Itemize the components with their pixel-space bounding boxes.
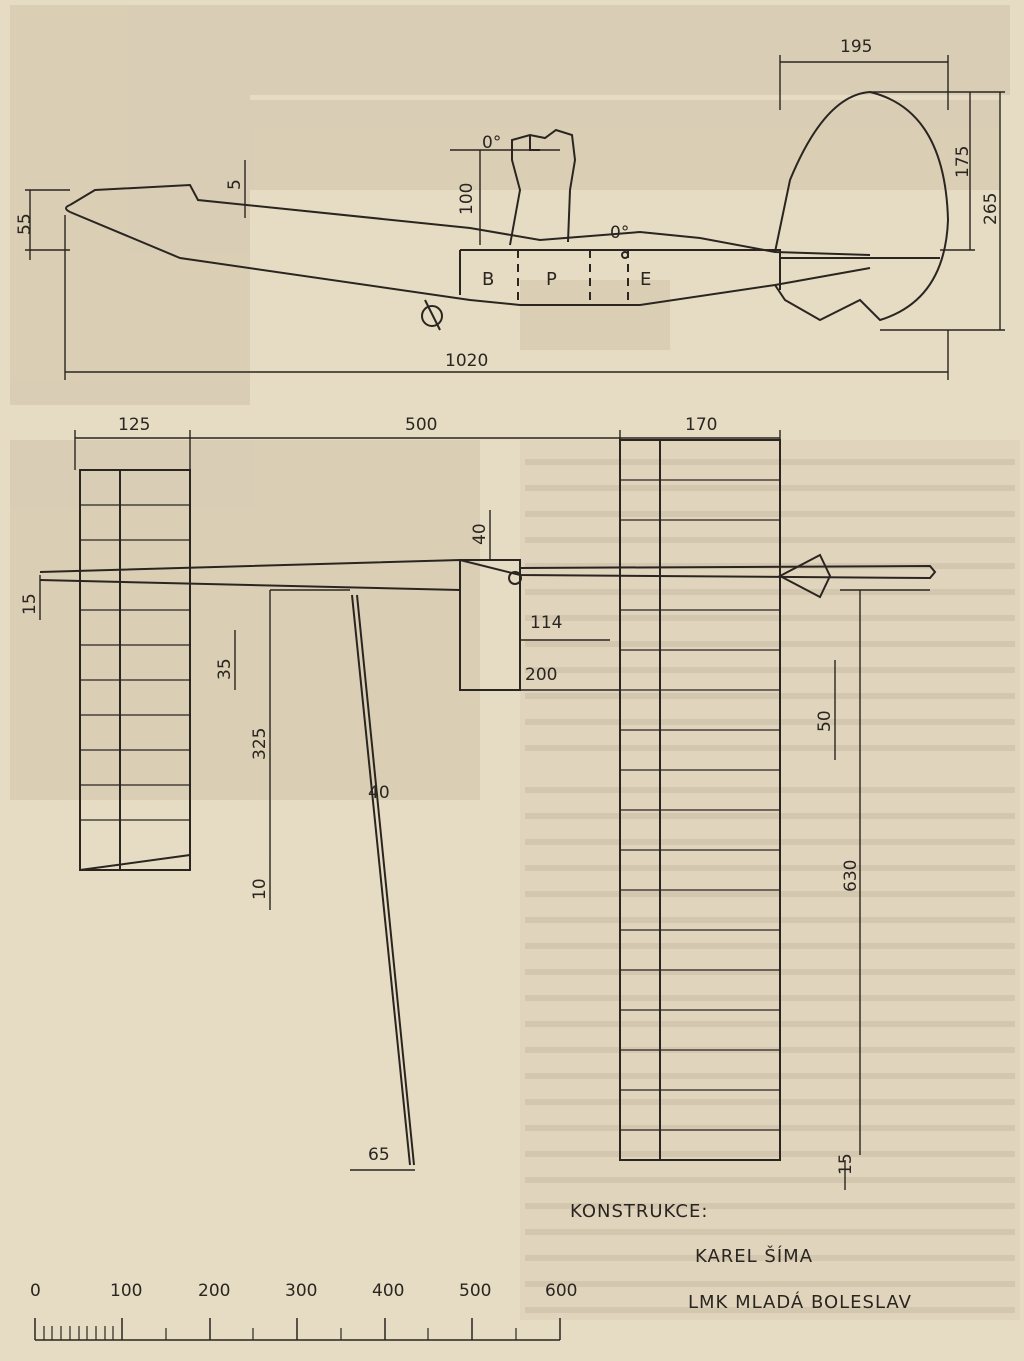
credits-heading: KONSTRUKCE: <box>570 1201 708 1222</box>
dim-50: 50 <box>815 710 835 732</box>
dim-195: 195 <box>840 37 872 57</box>
dim-5: 5 <box>225 179 245 190</box>
dim-100: 100 <box>457 183 477 215</box>
scale-label-600: 600 <box>545 1281 577 1301</box>
top-view <box>39 439 937 1166</box>
dim-55: 55 <box>15 213 35 235</box>
scale-label-500: 500 <box>459 1281 491 1301</box>
side-view-dimension-lines <box>25 55 1005 380</box>
scale-label-0: 0 <box>30 1281 41 1301</box>
credits: KONSTRUKCE: KAREL ŠÍMA LMK MLADÁ BOLESLA… <box>570 1201 912 1313</box>
credits-author: KAREL ŠÍMA <box>695 1245 813 1267</box>
dim-35: 35 <box>215 658 235 680</box>
scale-label-100: 100 <box>110 1281 142 1301</box>
dim-265: 265 <box>981 193 1001 225</box>
background-text-texture <box>10 5 1020 1320</box>
dim-175: 175 <box>953 146 973 178</box>
dim-500: 500 <box>405 415 437 435</box>
scale-label-400: 400 <box>372 1281 404 1301</box>
top-view-labels: 125 500 170 40 15 114 35 200 325 50 40 1… <box>20 415 861 1175</box>
dim-15b: 15 <box>836 1153 856 1175</box>
dim-114: 114 <box>530 613 562 633</box>
dim-15a: 15 <box>20 593 40 615</box>
credits-club: LMK MLADÁ BOLESLAV <box>688 1291 912 1313</box>
dim-1020: 1020 <box>445 351 488 371</box>
dim-40b: 40 <box>368 783 390 803</box>
section-label-b: B <box>482 269 495 290</box>
angle-top: 0° <box>482 133 501 153</box>
dim-10: 10 <box>250 878 270 900</box>
scale-bar: 0 100 200 300 400 500 600 <box>30 1281 577 1341</box>
dim-40a: 40 <box>470 523 490 545</box>
section-label-e: E <box>640 269 652 290</box>
dim-200: 200 <box>525 665 557 685</box>
scale-label-300: 300 <box>285 1281 317 1301</box>
section-label-p: P <box>546 269 558 290</box>
top-view-ribs <box>80 479 780 1131</box>
scale-label-200: 200 <box>198 1281 230 1301</box>
dim-125: 125 <box>118 415 150 435</box>
top-view-dimension-lines <box>39 430 930 1190</box>
dim-170: 170 <box>685 415 717 435</box>
side-view-labels: 195 175 265 100 55 5 0° 0° 1020 B P E <box>15 37 1001 371</box>
side-view <box>65 90 950 331</box>
angle-mid: 0° <box>610 223 629 243</box>
dim-65: 65 <box>368 1145 390 1165</box>
dim-325: 325 <box>250 728 270 760</box>
dim-630: 630 <box>841 860 861 892</box>
